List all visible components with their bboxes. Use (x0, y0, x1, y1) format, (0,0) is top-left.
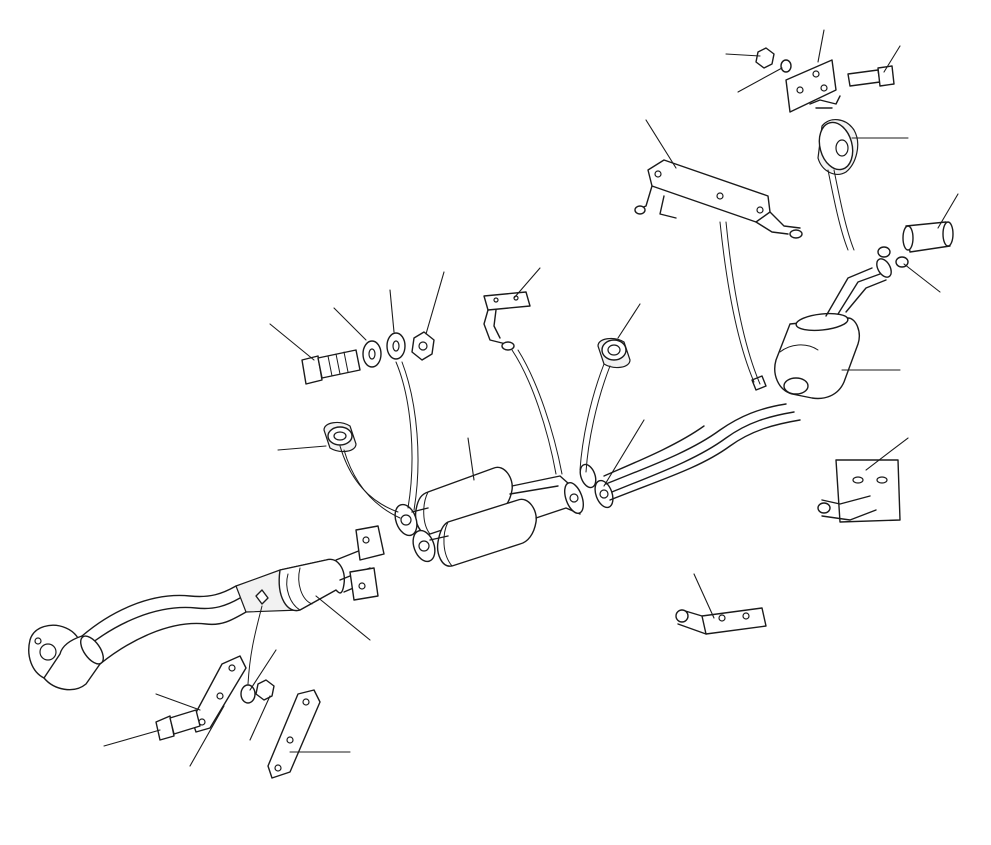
front-downpipe (28, 585, 247, 691)
nut-upper (411, 331, 435, 361)
mount-bracket-right (817, 459, 901, 523)
mount-bracket-top (785, 59, 841, 113)
washer-upper-left (362, 340, 382, 368)
bolt-upper-left (301, 349, 361, 385)
washer-upper-middle (386, 332, 406, 360)
assembly-guide-lines (247, 169, 855, 685)
middle-resonators (394, 466, 584, 567)
sealing-ring-middle (597, 337, 631, 369)
rear-muffler (774, 258, 892, 400)
nut-lower (255, 679, 275, 701)
washer-top (780, 59, 792, 73)
hanger-rail-long (634, 159, 803, 239)
tail-sleeve (902, 221, 954, 253)
hanger-bracket-lower (675, 607, 767, 635)
bolt-lower-left (155, 709, 201, 741)
washer-lower-left (240, 684, 256, 704)
rear-pipe (579, 375, 801, 509)
hanger-bracket-middle (483, 291, 531, 351)
strap-plate-lower (267, 689, 321, 779)
bolt-top-right (847, 65, 895, 87)
callout-leader-lines (103, 29, 959, 767)
rubber-hanger-ring (817, 119, 859, 175)
nut-top (755, 47, 775, 69)
strap-plate-left (191, 655, 247, 733)
sealing-ring-left (323, 421, 357, 453)
catalytic-converter (235, 525, 385, 613)
